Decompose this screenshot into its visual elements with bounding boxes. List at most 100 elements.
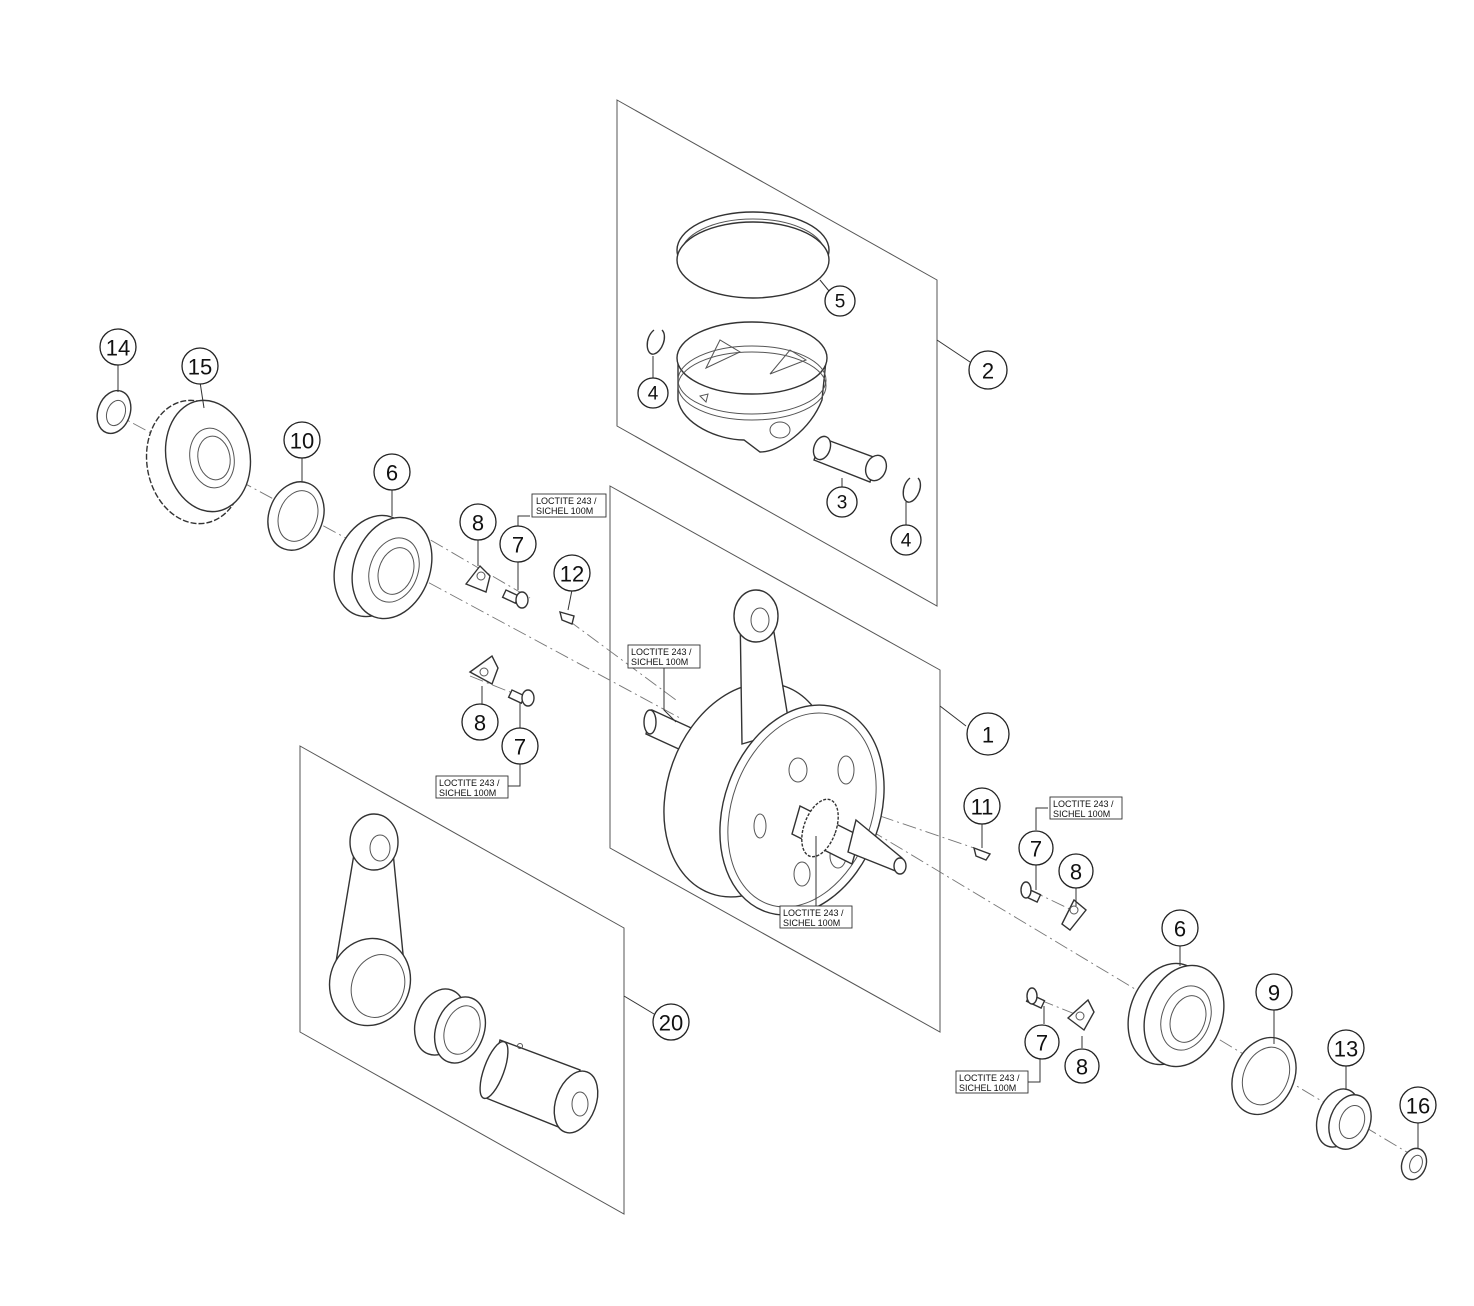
piston-group-plane xyxy=(616,99,938,607)
callout-8-right-lower: 8 xyxy=(1064,1048,1100,1084)
screw-right-upper-part xyxy=(1020,881,1042,903)
lock-plate-right-upper-part xyxy=(1061,898,1087,931)
callout-8-right-upper: 8 xyxy=(1058,853,1094,889)
callout-label: 8 xyxy=(472,511,484,536)
gear-part xyxy=(145,399,252,525)
note-line1: LOCTITE 243 / xyxy=(439,778,500,788)
callout-label: 6 xyxy=(1174,917,1186,942)
callout-label: 12 xyxy=(560,562,584,587)
seal-ring-part xyxy=(96,389,132,435)
callout-8-left-lower: 8 xyxy=(461,703,499,741)
callout-label: 2 xyxy=(982,359,994,384)
callout-label: 7 xyxy=(514,735,526,760)
callout-9: 9 xyxy=(1255,973,1293,1011)
note-loctite-crank: LOCTITE 243 / SICHEL 100M xyxy=(779,905,853,929)
callout-20: 20 xyxy=(652,1003,690,1041)
note-line1: LOCTITE 243 / xyxy=(783,908,844,918)
lock-plate-left-lower-part xyxy=(468,654,499,686)
callout-14: 14 xyxy=(99,328,137,366)
note-line2: SICHEL 100M xyxy=(1053,809,1110,819)
callout-16: 16 xyxy=(1399,1086,1437,1124)
callout-label: 4 xyxy=(901,531,912,552)
callout-4-upper: 4 xyxy=(637,377,669,409)
piston-part xyxy=(676,321,828,453)
note-loctite-left-lower: LOCTITE 243 / SICHEL 100M xyxy=(435,775,509,799)
callout-8-left-upper: 8 xyxy=(459,503,497,541)
note-line1: LOCTITE 243 / xyxy=(1053,799,1114,809)
piston-rings-part xyxy=(676,211,830,299)
crankshaft-part xyxy=(643,589,907,916)
callout-label: 8 xyxy=(474,711,486,736)
callout-label: 10 xyxy=(290,429,314,454)
screw-left-upper-part xyxy=(501,589,529,609)
callout-4-lower: 4 xyxy=(890,524,922,556)
screw-right-lower-part xyxy=(1025,987,1046,1009)
callout-6-left: 6 xyxy=(373,453,411,491)
oil-seal-right-part xyxy=(1231,1036,1297,1116)
callout-7-left-upper: 7 xyxy=(499,525,537,563)
callout-label: 5 xyxy=(835,292,846,313)
note-line2: SICHEL 100M xyxy=(439,788,496,798)
callout-label: 8 xyxy=(1070,860,1082,885)
note-line2: SICHEL 100M xyxy=(959,1083,1016,1093)
note-line2: SICHEL 100M xyxy=(783,918,840,928)
note-loctite-right-lower: LOCTITE 243 / SICHEL 100M xyxy=(955,1070,1029,1094)
note-loctite-left-upper: LOCTITE 243 / SICHEL 100M xyxy=(531,493,607,518)
note-line2: SICHEL 100M xyxy=(631,657,688,667)
note-line2: SICHEL 100M xyxy=(536,506,593,516)
note-line1: LOCTITE 243 / xyxy=(536,496,597,506)
leader-lines xyxy=(117,279,1419,1148)
callout-label: 15 xyxy=(188,355,212,380)
callout-11: 11 xyxy=(963,787,1001,825)
woodruff-key-lower-part xyxy=(972,846,992,861)
callout-label: 8 xyxy=(1076,1055,1088,1080)
callout-2: 2 xyxy=(968,350,1008,390)
woodruff-key-upper-part xyxy=(559,610,575,625)
callout-label: 7 xyxy=(1030,837,1042,862)
lock-plate-right-lower-part xyxy=(1066,998,1095,1032)
callout-13: 13 xyxy=(1327,1029,1365,1067)
conrod-kit-part xyxy=(328,813,412,1027)
callout-3: 3 xyxy=(826,486,858,518)
callout-10: 10 xyxy=(283,421,321,459)
callout-7-left-lower: 7 xyxy=(501,727,539,765)
callout-label: 20 xyxy=(659,1011,683,1036)
callout-7-right-lower: 7 xyxy=(1024,1024,1060,1060)
callout-label: 11 xyxy=(971,795,994,820)
callout-label: 7 xyxy=(1036,1031,1048,1056)
lock-plate-left-upper-part xyxy=(464,564,491,593)
nut-part xyxy=(1315,1088,1372,1150)
bearing-left-part xyxy=(333,514,433,620)
callout-label: 9 xyxy=(1268,981,1280,1006)
crankshaft-group-plane xyxy=(609,485,941,1033)
conrod-bearing-part xyxy=(413,988,487,1064)
callout-label: 13 xyxy=(1334,1037,1358,1062)
callout-label: 6 xyxy=(386,461,398,486)
note-line1: LOCTITE 243 / xyxy=(631,647,692,657)
circlip-lower-part xyxy=(902,477,922,503)
bearing-right-part xyxy=(1127,962,1225,1068)
callout-label: 4 xyxy=(648,384,659,405)
callout-label: 14 xyxy=(106,336,130,361)
callout-6-right: 6 xyxy=(1161,909,1199,947)
callout-5: 5 xyxy=(824,285,856,317)
callout-label: 16 xyxy=(1406,1094,1430,1119)
note-loctite-right-upper: LOCTITE 243 / SICHEL 100M xyxy=(1049,796,1123,820)
circlip-upper-part xyxy=(646,329,666,355)
callout-1: 1 xyxy=(966,712,1010,756)
note-loctite-center: LOCTITE 243 / SICHEL 100M xyxy=(627,644,701,669)
oil-seal-part xyxy=(267,481,325,551)
callout-label: 7 xyxy=(512,533,524,558)
piston-pin-part xyxy=(812,435,888,483)
callout-label: 1 xyxy=(982,723,994,748)
callout-7-right-upper: 7 xyxy=(1018,830,1054,866)
screw-left-lower-part xyxy=(507,689,535,707)
washer-part xyxy=(1400,1147,1428,1181)
note-line1: LOCTITE 243 / xyxy=(959,1073,1020,1083)
conrod-kit-group-plane xyxy=(299,745,625,1215)
callout-15: 15 xyxy=(181,347,219,385)
callout-label: 3 xyxy=(837,493,848,514)
conrod-pin-part xyxy=(479,1039,599,1134)
callout-12: 12 xyxy=(553,554,591,592)
